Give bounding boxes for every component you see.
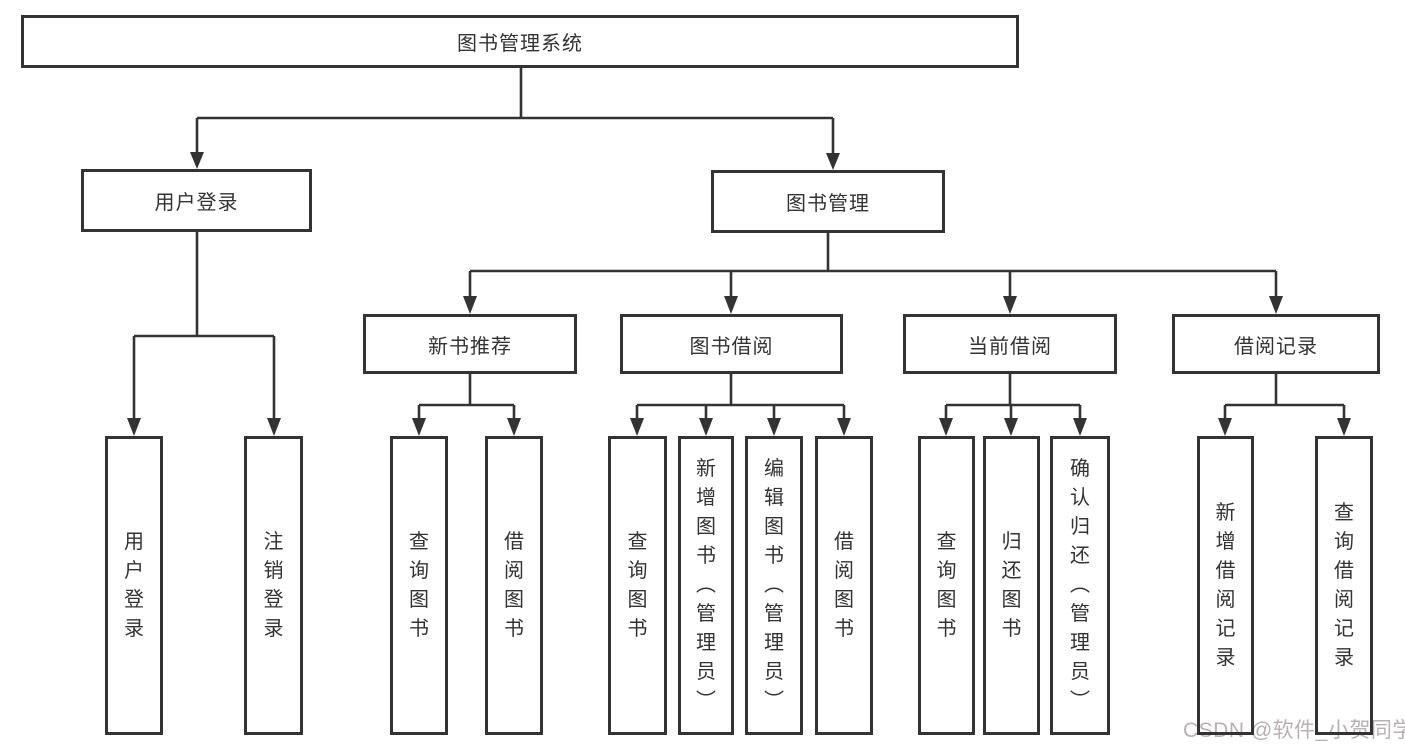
node-book-management: 图书管理 — [711, 170, 945, 233]
vertical-char: ︵ — [696, 574, 716, 596]
vertical-char: 确 — [1070, 458, 1090, 480]
vertical-char: 用 — [124, 530, 144, 553]
vertical-char: 辑 — [764, 487, 784, 509]
vertical-char: 借 — [1215, 559, 1236, 582]
vertical-char: ︶ — [696, 690, 716, 712]
vertical-char: 理 — [696, 632, 716, 654]
vertical-char: 户 — [124, 559, 144, 582]
vertical-char: 登 — [124, 588, 144, 611]
vertical-char: ︵ — [764, 574, 784, 596]
leaf-logout: 注销登录 — [244, 436, 303, 735]
leaf-borrow-books: 借阅图书 — [815, 436, 873, 735]
leaf-query-books-borrow: 查询图书 — [608, 436, 667, 735]
vertical-char: 查 — [627, 530, 648, 553]
vertical-char: 阅 — [1215, 588, 1236, 611]
vertical-char: 增 — [1215, 530, 1236, 553]
leaf-edit-books-admin: 编辑图书 ︵ 管理员 ︶ — [745, 436, 803, 735]
vertical-char: 查 — [1334, 501, 1354, 524]
leaf-query-borrow-record: 查询借阅记录 — [1315, 436, 1373, 735]
vertical-char: 图 — [1001, 588, 1022, 611]
vertical-char: 借 — [834, 530, 854, 553]
vertical-char: 记 — [1334, 617, 1354, 640]
vertical-char: 归 — [1070, 516, 1090, 538]
vertical-char: 记 — [1215, 617, 1236, 640]
vertical-char: 管 — [696, 603, 716, 625]
node-root-library-system: 图书管理系统 — [21, 15, 1019, 68]
vertical-char: 阅 — [1334, 588, 1354, 611]
vertical-char: 书 — [696, 545, 716, 567]
node-book-borrow: 图书借阅 — [620, 314, 843, 374]
leaf-user-login: 用户登录 — [105, 436, 163, 735]
vertical-char: 询 — [409, 559, 429, 582]
node-current-borrow: 当前借阅 — [903, 314, 1117, 374]
vertical-char: 书 — [1001, 617, 1022, 640]
vertical-char: 图 — [409, 588, 429, 611]
vertical-char: 新 — [1215, 501, 1236, 524]
leaf-confirm-return-admin: 确认归还 ︵ 管理员 ︶ — [1050, 436, 1110, 735]
vertical-char: 认 — [1070, 487, 1090, 509]
leaf-return-books: 归还图书 — [983, 436, 1040, 735]
vertical-char: 查 — [409, 530, 429, 553]
vertical-char: ︶ — [764, 690, 784, 712]
vertical-char: 编 — [764, 458, 784, 480]
vertical-char: 询 — [1334, 530, 1354, 553]
vertical-char: 查 — [936, 530, 957, 553]
vertical-char: 管 — [764, 603, 784, 625]
node-new-book-recommend: 新书推荐 — [363, 314, 577, 374]
vertical-char: 管 — [1070, 603, 1090, 625]
leaf-query-books-current: 查询图书 — [918, 436, 975, 735]
vertical-char: 登 — [263, 588, 284, 611]
leaf-borrow-books-recommend: 借阅图书 — [485, 436, 543, 735]
vertical-char: 阅 — [834, 559, 854, 582]
vertical-char: 录 — [1334, 646, 1354, 669]
vertical-char: 注 — [263, 530, 284, 553]
vertical-char: 图 — [936, 588, 957, 611]
leaf-add-borrow-record: 新增借阅记录 — [1197, 436, 1254, 735]
node-borrow-record: 借阅记录 — [1172, 314, 1380, 374]
vertical-char: 图 — [504, 588, 524, 611]
vertical-char: 书 — [936, 617, 957, 640]
vertical-char: 增 — [696, 487, 716, 509]
vertical-char: 询 — [936, 559, 957, 582]
vertical-char: 书 — [834, 617, 854, 640]
leaf-query-books-recommend: 查询图书 — [390, 436, 448, 735]
vertical-char: 员 — [764, 661, 784, 683]
vertical-char: 新 — [696, 458, 716, 480]
vertical-char: 借 — [1334, 559, 1354, 582]
vertical-char: 书 — [764, 545, 784, 567]
vertical-char: 录 — [1215, 646, 1236, 669]
vertical-char: 书 — [409, 617, 429, 640]
vertical-char: 理 — [764, 632, 784, 654]
vertical-char: 还 — [1070, 545, 1090, 567]
vertical-char: 录 — [263, 617, 284, 640]
vertical-char: 员 — [1070, 661, 1090, 683]
vertical-char: 还 — [1001, 559, 1022, 582]
vertical-char: 理 — [1070, 632, 1090, 654]
vertical-char: 借 — [504, 530, 524, 553]
node-user-login: 用户登录 — [81, 169, 312, 232]
vertical-char: 录 — [124, 617, 144, 640]
vertical-char: 图 — [696, 516, 716, 538]
vertical-char: 书 — [627, 617, 648, 640]
vertical-char: 图 — [834, 588, 854, 611]
vertical-char: 员 — [696, 661, 716, 683]
vertical-char: 销 — [263, 559, 284, 582]
csdn-watermark: CSDN @软件_小贺同学 — [1183, 719, 1405, 742]
vertical-char: 书 — [504, 617, 524, 640]
vertical-char: ︶ — [1070, 690, 1090, 712]
vertical-char: 归 — [1001, 530, 1022, 553]
vertical-char: ︵ — [1070, 574, 1090, 596]
vertical-char: 阅 — [504, 559, 524, 582]
vertical-char: 图 — [627, 588, 648, 611]
vertical-char: 图 — [764, 516, 784, 538]
leaf-add-books-admin: 新增图书 ︵ 管理员 ︶ — [678, 436, 734, 735]
vertical-char: 询 — [627, 559, 648, 582]
